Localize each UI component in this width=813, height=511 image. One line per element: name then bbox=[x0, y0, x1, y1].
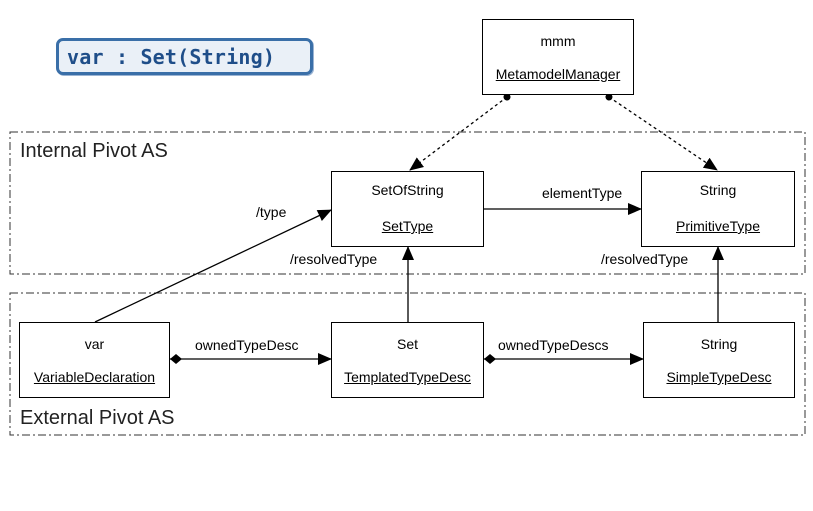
node-set-templated-type: TemplatedTypeDesc bbox=[344, 369, 471, 385]
node-var-type: VariableDeclaration bbox=[33, 369, 156, 385]
edge-label-element-type: elementType bbox=[542, 185, 623, 201]
external-pivot-label: External Pivot AS bbox=[20, 407, 175, 429]
edge-type bbox=[94, 209, 332, 323]
edge-label-owned-type-desc: ownedTypeDesc bbox=[195, 337, 299, 353]
internal-pivot-label: Internal Pivot AS bbox=[20, 140, 168, 162]
node-string-primitive-type: PrimitiveType bbox=[675, 218, 761, 234]
node-string-primitive[interactable]: String PrimitiveType bbox=[641, 171, 795, 247]
node-setofstring-name: SetOfString bbox=[371, 182, 444, 198]
node-setofstring-type: SetType bbox=[381, 218, 434, 234]
node-mmm-name: mmm bbox=[540, 33, 576, 49]
expression-text: var : Set(String) bbox=[67, 44, 276, 69]
node-set-templated[interactable]: Set TemplatedTypeDesc bbox=[331, 322, 484, 398]
node-string-simple-name: String bbox=[700, 336, 738, 352]
external-pivot-region bbox=[9, 292, 806, 436]
edge-label-resolved-type-string: /resolvedType bbox=[601, 251, 689, 267]
node-var[interactable]: var VariableDeclaration bbox=[19, 322, 170, 398]
edge-mmm-to-setofstring bbox=[409, 93, 511, 171]
node-string-simple[interactable]: String SimpleTypeDesc bbox=[643, 322, 795, 398]
node-setofstring[interactable]: SetOfString SetType bbox=[331, 171, 484, 247]
node-string-simple-type: SimpleTypeDesc bbox=[666, 369, 772, 385]
edge-label-resolved-type-set: /resolvedType bbox=[290, 251, 378, 267]
node-var-name: var bbox=[84, 336, 105, 352]
node-mmm[interactable]: mmm MetamodelManager bbox=[482, 19, 634, 95]
expression-badge: var : Set(String) bbox=[56, 38, 313, 75]
node-set-templated-name: Set bbox=[396, 336, 418, 352]
edge-label-type: /type bbox=[256, 204, 287, 220]
node-mmm-type: MetamodelManager bbox=[495, 66, 621, 82]
node-string-primitive-name: String bbox=[699, 182, 737, 198]
edge-mmm-to-string-primitive bbox=[605, 93, 718, 171]
edge-label-owned-type-descs: ownedTypeDescs bbox=[498, 337, 609, 353]
